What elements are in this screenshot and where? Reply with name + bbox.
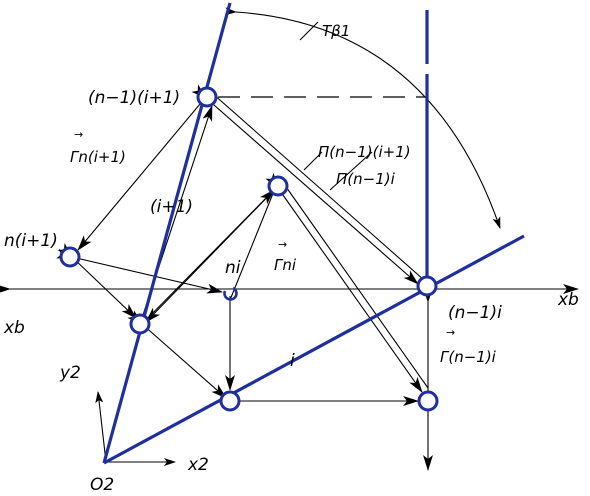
label-pi-n1-i: Π(n−1)i xyxy=(336,170,396,188)
pi-n1-i1-line-a xyxy=(191,84,419,285)
label-ni: ni xyxy=(225,258,241,278)
t-beta-arc xyxy=(224,7,501,229)
arrow-upper-node-down xyxy=(229,185,277,301)
label-gamma-n-i1: Γn(i+1) xyxy=(70,148,126,166)
vec-arrow-gamma-n1-i: → xyxy=(446,326,455,339)
label-t-beta: Tβ1 xyxy=(322,22,350,40)
label-gamma-n1-i: Γ(n−1)i xyxy=(440,348,497,366)
node-upper-mid xyxy=(267,175,289,197)
pi-n1-i-line-a xyxy=(265,172,423,393)
link-i xyxy=(103,234,525,465)
arrow-gamma-n-i1 xyxy=(77,103,201,251)
label-gamma-ni: Γni xyxy=(274,256,297,274)
vec-arrow-gamma-n-i1: → xyxy=(74,128,83,141)
pi-n1-i-leader xyxy=(329,151,373,191)
node-n-i1 xyxy=(59,246,81,268)
label-xb-right: xb xyxy=(557,290,579,310)
pi-n1-i1-leader xyxy=(303,151,323,171)
node-ni-hook xyxy=(223,286,238,301)
node-right-lower xyxy=(417,390,439,412)
arrow-n-i1-to-ni xyxy=(56,248,223,294)
vec-arrow-gamma-ni: → xyxy=(278,238,287,251)
node-n1-i xyxy=(416,275,438,297)
label-n1-i: (n−1)i xyxy=(448,303,502,323)
t-beta-leader xyxy=(299,21,319,41)
label-x2: x2 xyxy=(187,455,209,475)
node-lower xyxy=(219,390,241,412)
label-xb-left: xb xyxy=(3,318,25,338)
link-i1 xyxy=(102,2,232,464)
label-o2: O2 xyxy=(90,475,114,495)
pi-n1-i-line-b xyxy=(283,183,429,389)
label-y2: y2 xyxy=(59,363,81,383)
node-mid xyxy=(129,313,151,335)
node-n1-i1 xyxy=(196,86,218,108)
label-i: i xyxy=(290,351,295,371)
label-n-i1: n(i+1) xyxy=(4,231,58,251)
label-pi-n1-i1: Π(n−1)(i+1) xyxy=(318,143,411,161)
y2-axis xyxy=(95,391,107,463)
arrow-n-i1-to-mid xyxy=(57,243,137,319)
label-n1-i1: (n−1)(i+1) xyxy=(88,88,180,108)
arrow-mid-to-lower xyxy=(127,310,227,399)
label-i-plus-1: (i+1) xyxy=(150,197,193,217)
